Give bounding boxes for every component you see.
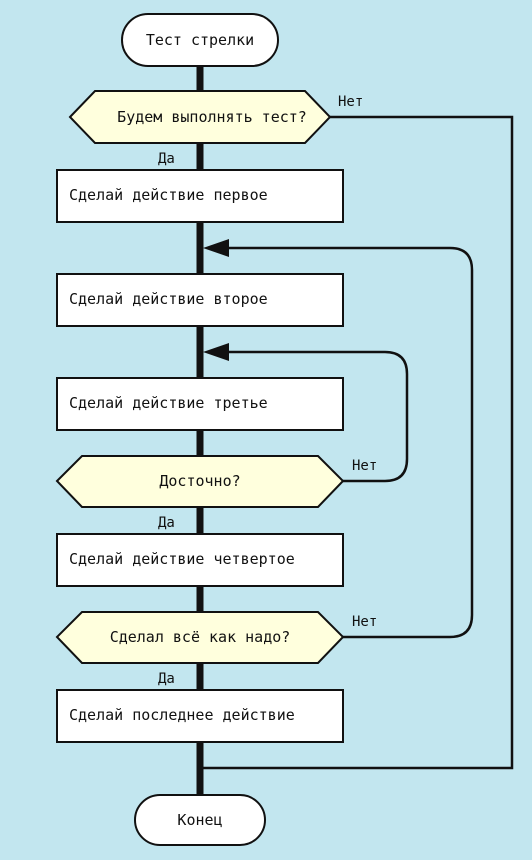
action5-label: Сделай последнее действие <box>69 706 295 724</box>
action1-label: Сделай действие первое <box>69 186 268 204</box>
action3-box <box>56 377 344 431</box>
end-label: Конец <box>177 811 222 829</box>
end-terminator <box>134 794 266 846</box>
decision1-yes-label: Да <box>158 151 175 167</box>
decision2-yes-label: Да <box>158 515 175 531</box>
action1-box <box>56 169 344 223</box>
decision3-shape <box>55 611 345 664</box>
action4-box <box>56 533 344 587</box>
decision1-no-label: Нет <box>338 94 363 110</box>
decision1-shape <box>68 90 332 144</box>
no-path-decision2 <box>215 350 409 483</box>
action2-label: Сделай действие второе <box>69 290 268 308</box>
decision3-label: Сделал всё как надо? <box>110 628 291 646</box>
arrowhead-action3 <box>203 343 229 361</box>
action5-box <box>56 689 344 743</box>
start-terminator <box>121 13 279 67</box>
decision2-shape <box>55 455 345 508</box>
decision2-no-label: Нет <box>352 458 377 474</box>
action4-label: Сделай действие четвертое <box>69 550 295 568</box>
decision2-label: Досточно? <box>159 472 240 490</box>
action2-box <box>56 273 344 327</box>
decision1-label: Будем выполнять тест? <box>117 108 307 126</box>
action3-label: Сделай действие третье <box>69 394 268 412</box>
decision3-yes-label: Да <box>158 671 175 687</box>
decision3-no-label: Нет <box>352 614 377 630</box>
no-path-decision3 <box>215 246 474 639</box>
start-label: Тест стрелки <box>146 31 254 49</box>
no-path-decision1 <box>200 115 514 770</box>
arrowhead-action2 <box>203 239 229 257</box>
